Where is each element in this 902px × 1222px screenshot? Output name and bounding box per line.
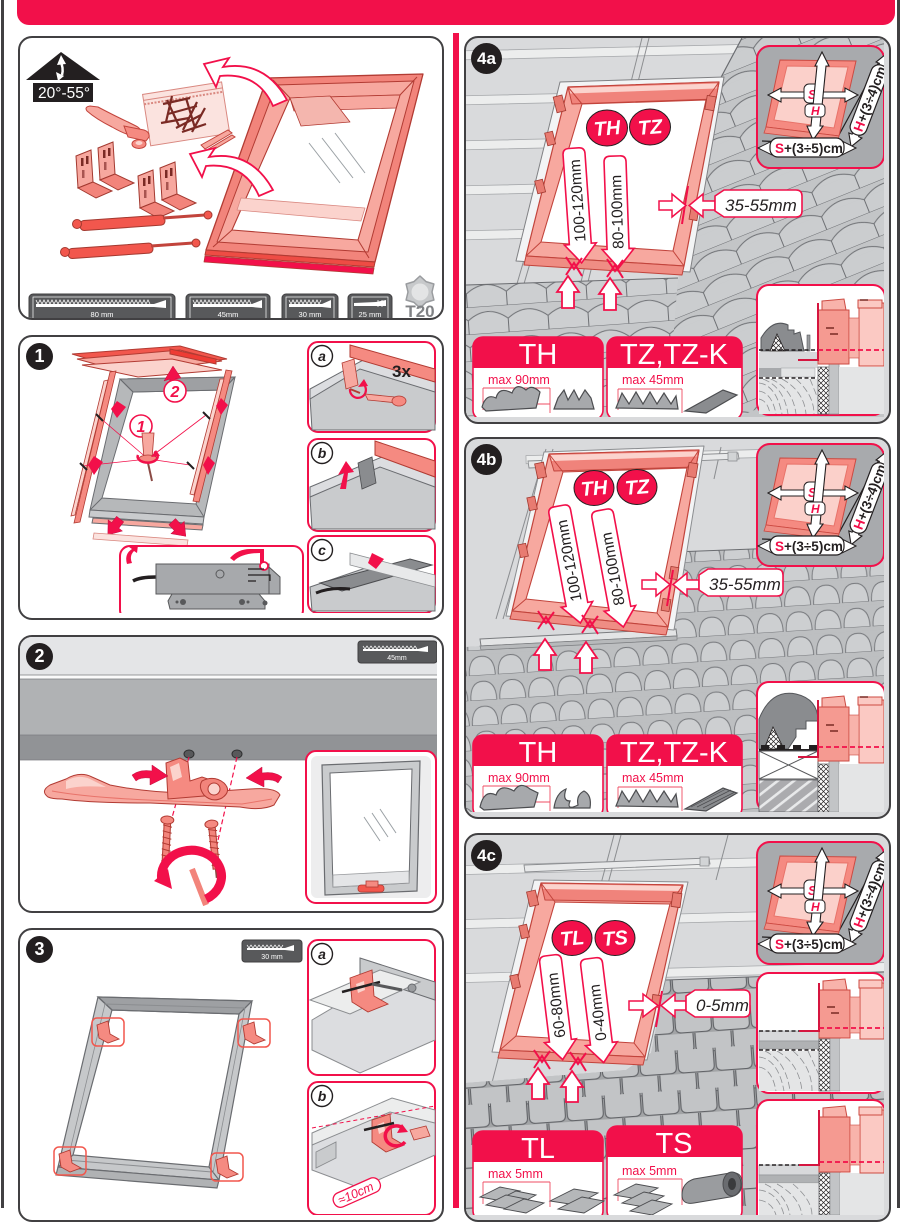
svg-text:b: b — [318, 445, 327, 461]
svg-text:S: S — [808, 883, 817, 898]
svg-text:H: H — [811, 900, 820, 914]
svg-text:max 90mm: max 90mm — [488, 373, 550, 387]
svg-text:H: H — [811, 104, 820, 118]
svg-text:TL: TL — [559, 927, 585, 951]
svg-text:30 mm: 30 mm — [261, 954, 283, 961]
svg-text:S+(3÷5)cm: S+(3÷5)cm — [775, 539, 843, 554]
svg-text:2: 2 — [170, 384, 180, 401]
svg-text:max 90mm: max 90mm — [488, 771, 550, 785]
svg-text:max 5mm: max 5mm — [488, 1167, 543, 1181]
svg-text:TH: TH — [519, 737, 558, 769]
svg-text:c: c — [318, 542, 326, 558]
svg-text:b: b — [318, 1088, 327, 1104]
svg-text:T20: T20 — [405, 302, 434, 318]
svg-text:3x: 3x — [392, 362, 411, 381]
svg-text:max 45mm: max 45mm — [622, 771, 684, 785]
svg-text:100-120mm: 100-120mm — [567, 159, 590, 243]
svg-text:TZ,TZ-K: TZ,TZ-K — [620, 737, 729, 769]
svg-text:1: 1 — [137, 419, 146, 436]
svg-text:TZ: TZ — [624, 476, 651, 500]
svg-text:80 mm: 80 mm — [91, 310, 114, 318]
svg-text:35-55mm: 35-55mm — [725, 196, 797, 215]
svg-text:25 mm: 25 mm — [359, 310, 382, 318]
svg-text:TH: TH — [580, 477, 609, 501]
svg-text:H: H — [811, 502, 820, 516]
svg-text:S: S — [808, 87, 817, 102]
svg-text:max 45mm: max 45mm — [622, 373, 684, 387]
svg-text:TH: TH — [519, 339, 558, 371]
svg-text:20°-55°: 20°-55° — [38, 85, 90, 102]
svg-text:TS: TS — [655, 1128, 692, 1160]
svg-text:45mm: 45mm — [218, 310, 239, 318]
svg-text:0-40mm: 0-40mm — [587, 983, 611, 1042]
svg-text:30 mm: 30 mm — [299, 310, 322, 318]
svg-text:a: a — [318, 348, 326, 364]
svg-text:TH: TH — [593, 117, 622, 141]
svg-text:TS: TS — [601, 927, 629, 951]
svg-text:35-55mm: 35-55mm — [709, 575, 781, 594]
svg-text:max 5mm: max 5mm — [622, 1164, 677, 1178]
svg-text:a: a — [318, 946, 326, 962]
svg-text:S+(3÷5)cm: S+(3÷5)cm — [775, 937, 843, 952]
svg-text:S: S — [808, 485, 817, 500]
svg-text:TL: TL — [521, 1133, 555, 1165]
svg-text:45mm: 45mm — [387, 655, 407, 662]
svg-text:TZ: TZ — [637, 116, 664, 140]
svg-text:TZ,TZ-K: TZ,TZ-K — [620, 339, 729, 371]
svg-text:0-5mm: 0-5mm — [696, 996, 749, 1015]
svg-text:S+(3÷5)cm: S+(3÷5)cm — [775, 141, 843, 156]
svg-text:80-100mm: 80-100mm — [608, 175, 628, 250]
